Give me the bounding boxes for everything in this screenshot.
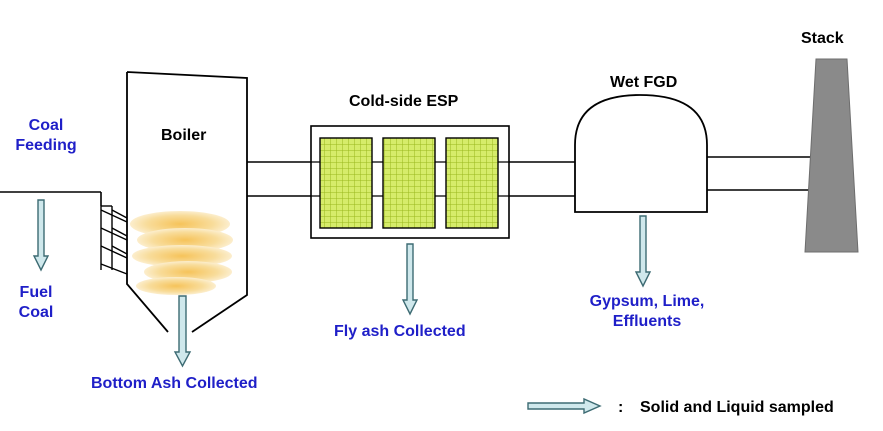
gypsum-line1: Gypsum, Lime, (589, 293, 705, 310)
legend-colon: : (618, 399, 624, 416)
gypsum-label: Gypsum, Lime, Effluents (574, 292, 720, 332)
stack-label: Stack (801, 30, 844, 47)
gypsum-line2: Effluents (612, 313, 682, 330)
wet-fgd-vessel (574, 94, 708, 213)
bottom-ash-label: Bottom Ash Collected (91, 375, 258, 392)
esp-cell-2 (382, 137, 436, 229)
fuel-coal-line2: Coal (18, 304, 54, 321)
coal-feeding-line1: Coal (28, 117, 64, 134)
down-arrow-icon (634, 215, 652, 288)
right-arrow-icon (527, 397, 602, 415)
down-arrow-icon (173, 295, 192, 368)
fly-ash-label: Fly ash Collected (334, 323, 466, 340)
stack-chimney (804, 58, 859, 253)
coal-feeding-line2: Feeding (15, 137, 77, 154)
legend-text: Solid and Liquid sampled (640, 399, 834, 416)
esp-cell-1 (319, 137, 373, 229)
boiler-outline (126, 71, 248, 333)
down-arrow-icon (32, 199, 50, 272)
fuel-coal-line1: Fuel (19, 284, 53, 301)
down-arrow-icon (401, 243, 419, 316)
fuel-coal-label: Fuel Coal (12, 283, 60, 323)
boiler-label: Boiler (161, 127, 207, 144)
cold-side-esp-label: Cold-side ESP (349, 93, 459, 110)
esp-cell-3 (445, 137, 499, 229)
coal-feeding-label: Coal Feeding (8, 116, 84, 156)
fire-icon (130, 211, 233, 295)
fuel-injection-manifold (100, 205, 128, 275)
wet-fgd-label: Wet FGD (610, 74, 678, 91)
